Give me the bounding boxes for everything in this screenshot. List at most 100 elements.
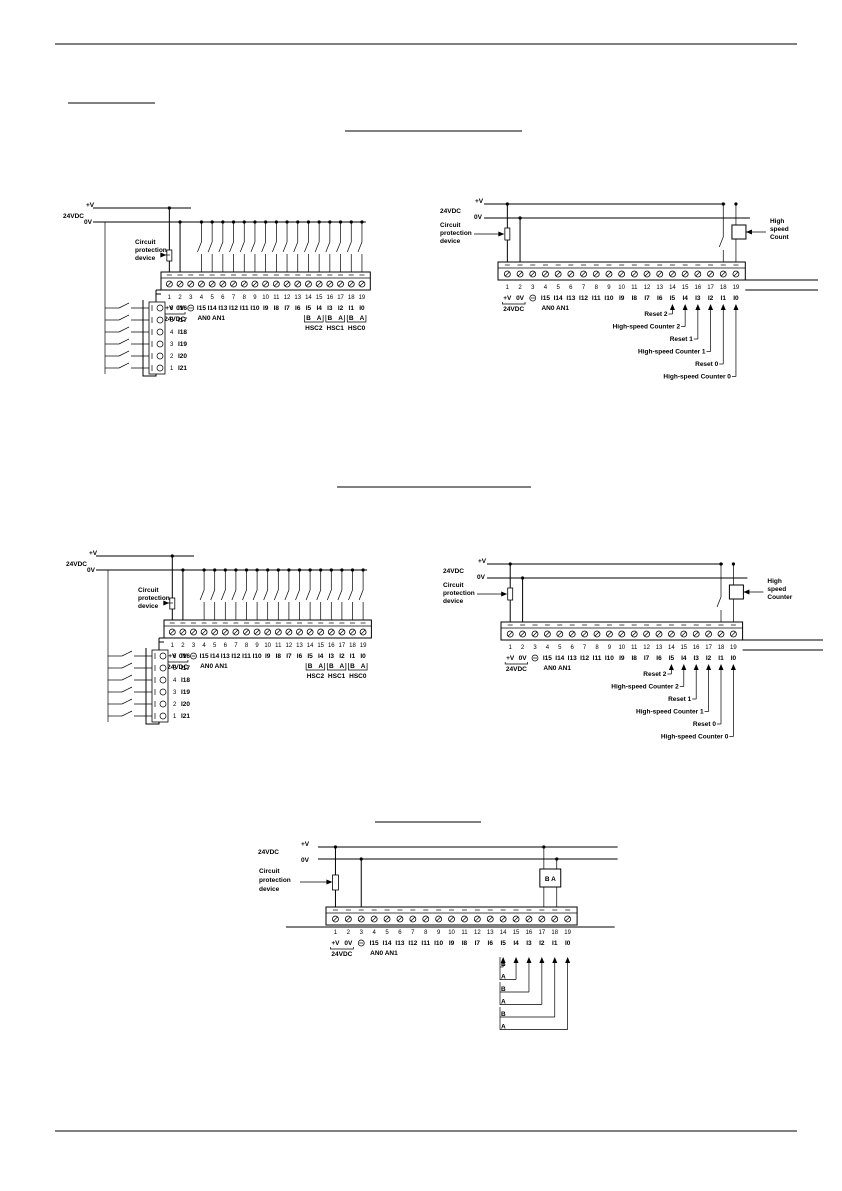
terminal-screw-slot: [695, 271, 701, 277]
terminal-name: I9: [263, 305, 269, 312]
terminal-number: 18: [349, 643, 356, 649]
terminal-name: I9: [619, 655, 625, 662]
expansion-number: 4: [173, 678, 177, 684]
circuit-protection-label: Circuit: [135, 239, 156, 246]
terminal-screw-slot: [177, 281, 183, 287]
expansion-screw: [159, 712, 167, 720]
terminal-number: 11: [461, 930, 468, 936]
supply-label: 24VDC: [63, 213, 84, 220]
terminal-number: 9: [607, 285, 611, 291]
terminal-screw-slot: [316, 281, 322, 287]
expansion-number: 2: [170, 354, 174, 360]
counter-input-label: High-speed Counter 0: [661, 734, 729, 741]
expansion-switch: [121, 650, 133, 657]
terminal-name: I4: [513, 940, 519, 947]
high-speed-counter-label: High: [770, 218, 784, 225]
terminal-screw-slot: [656, 631, 662, 637]
plus-v-label: +V: [89, 550, 98, 557]
supply-bracket: [166, 660, 189, 663]
terminal-screw-slot: [733, 271, 739, 277]
expansion-input-name: I17: [178, 317, 187, 324]
counter-input-label: High-speed Counter 1: [638, 349, 706, 356]
terminal-screw-slot: [318, 629, 323, 635]
encoder-phase-label: A: [360, 315, 365, 322]
terminal-number: 13: [656, 645, 663, 651]
analog-inputs-label: AN0 AN1: [370, 950, 398, 957]
terminal-screw-slot: [199, 281, 204, 287]
terminal-name: I13: [221, 653, 230, 660]
circuit-protection-label: Circuit: [259, 868, 280, 875]
switch-contact: [207, 241, 213, 253]
terminal-number: 18: [720, 285, 727, 291]
terminal-name: I10: [253, 653, 262, 660]
terminal-screw-slot: [233, 629, 239, 635]
terminal-number: 13: [296, 643, 303, 649]
terminal-name: I9: [265, 653, 271, 660]
high-speed-counter-box: [731, 224, 747, 240]
terminal-number: 3: [531, 285, 535, 291]
terminal-screw-slot: [265, 629, 270, 635]
terminal-number: 7: [234, 643, 238, 649]
terminal-number: 1: [171, 643, 175, 649]
expansion-switch: [118, 314, 130, 321]
terminal-name: I7: [644, 295, 650, 302]
terminal-name: I6: [297, 653, 303, 660]
terminal-number: 18: [718, 645, 725, 651]
analog-inputs-label: AN0 AN1: [541, 305, 569, 312]
supply-label: 24VDC: [443, 568, 464, 575]
terminal-number: 17: [337, 295, 344, 301]
switch-contact: [239, 241, 245, 253]
arrow-head: [163, 600, 170, 606]
terminal-name: I9: [449, 940, 455, 947]
terminal-screw-slot: [545, 631, 550, 637]
terminal-name: I5: [306, 305, 312, 312]
terminal-number: 15: [316, 295, 323, 301]
switch-contact: [346, 241, 352, 253]
terminal-screw-slot: [295, 281, 300, 287]
terminal-screw-slot: [632, 271, 637, 277]
terminal-name: I4: [316, 305, 322, 312]
expansion-frame: [142, 293, 161, 377]
terminal-number: 19: [360, 643, 367, 649]
terminal-screw-slot: [565, 916, 570, 922]
arrow-head: [695, 304, 701, 310]
expansion-number: 1: [173, 714, 177, 720]
terminal-screw-slot: [423, 916, 428, 922]
circuit-protection-label: device: [440, 238, 461, 245]
terminal-number: 4: [546, 645, 550, 651]
switch-contact: [231, 589, 237, 601]
supply-bracket-label: 24VDC: [331, 951, 352, 958]
expansion-input-name: I21: [181, 713, 190, 720]
terminal-name: I8: [274, 305, 280, 312]
fuse-icon: [507, 587, 514, 601]
terminal-screw-slot: [517, 271, 523, 277]
terminal-screw-slot: [276, 629, 281, 635]
terminal-screw-slot: [252, 281, 258, 287]
terminal-screw-slot: [170, 629, 175, 635]
terminal-screw-slot: [410, 916, 416, 922]
terminal-name: I15: [200, 653, 209, 660]
terminal-screw-slot: [188, 281, 193, 287]
supply-bracket-label: 24VDC: [164, 316, 185, 323]
circuit-protection-label: Circuit: [443, 582, 464, 589]
terminal-screw-slot: [731, 631, 736, 637]
terminal-screw-slot: [555, 271, 561, 277]
terminal-number: 7: [232, 295, 236, 301]
terminal-number: 10: [618, 645, 625, 651]
terminal-number: 2: [521, 645, 525, 651]
switch-contact: [197, 241, 202, 253]
terminal-screw-slot: [449, 916, 454, 922]
terminal-number: 16: [327, 295, 334, 301]
terminal-screw-slot: [223, 629, 228, 635]
terminal-name: I2: [539, 940, 545, 947]
terminal-number: 4: [544, 285, 548, 291]
circuit-protection-label: protection: [440, 230, 472, 237]
terminal-number: 10: [618, 285, 625, 291]
terminal-number: 14: [307, 643, 314, 649]
encoder-phase-tag: B: [501, 961, 506, 968]
arrow-head: [693, 664, 699, 670]
terminal-screw-slot: [582, 631, 587, 637]
terminal-name: I0: [360, 653, 366, 660]
switch-contact: [316, 589, 322, 601]
